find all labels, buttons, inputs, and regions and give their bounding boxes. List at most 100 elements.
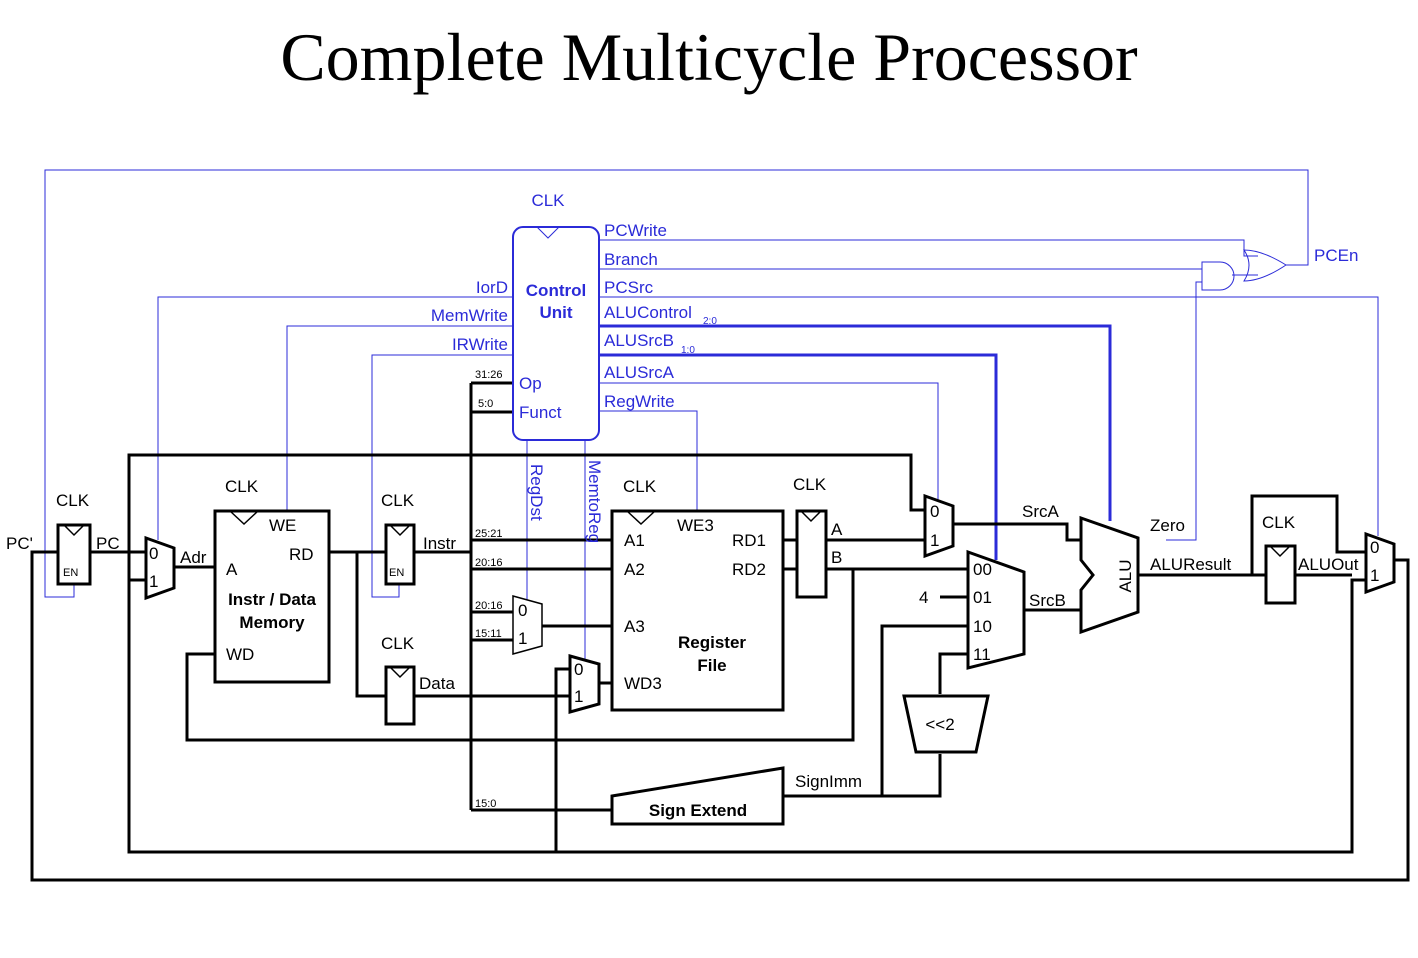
srca-mux-in1: 1 [930, 531, 939, 550]
mem-wd-label: WD [226, 645, 254, 664]
instr-clk-label: CLK [381, 491, 415, 510]
rf-rd2-label: RD2 [732, 560, 766, 579]
mem-we-label: WE [269, 516, 296, 535]
mem-rd-label: RD [289, 545, 314, 564]
data-label: Data [419, 674, 455, 693]
ab-register [795, 509, 828, 599]
aluresult-label: ALUResult [1150, 555, 1232, 574]
page-title: Complete Multicycle Processor [280, 19, 1138, 95]
control-clk-mark [536, 226, 560, 239]
field-rd-label: 15:11 [475, 628, 502, 640]
pc-mux [1364, 531, 1396, 595]
funct-label: Funct [519, 403, 562, 422]
adr-mux-in1: 1 [149, 572, 158, 591]
pc-label: PC [96, 534, 120, 553]
pc-mux-in1: 1 [1370, 566, 1379, 585]
memory-title-1: Instr / Data [228, 590, 316, 609]
funct-bits-label: 5:0 [478, 398, 493, 410]
shift-left-2-block [902, 694, 990, 754]
rf-rd1-label: RD1 [732, 531, 766, 550]
rf-a3-label: A3 [624, 617, 645, 636]
and-gate [1201, 261, 1235, 291]
pcwrite-label: PCWrite [604, 221, 667, 240]
instr-label: Instr [423, 534, 456, 553]
mem-a-label: A [226, 560, 238, 579]
control-unit-label-2: Unit [539, 303, 572, 322]
srcb-mux-in10: 10 [973, 617, 992, 636]
shift-label: <<2 [925, 715, 954, 734]
control-unit-label-1: Control [526, 281, 586, 300]
regdst-mux-in1: 1 [518, 629, 527, 648]
srca-label: SrcA [1022, 502, 1060, 521]
srcb-mux [966, 549, 1026, 670]
field-rt-label: 20:16 [475, 557, 503, 569]
rf-a1-label: A1 [624, 531, 645, 550]
rf-clk-label: CLK [623, 477, 657, 496]
regdst-mux-in0: 0 [518, 601, 527, 620]
alucontrol-sub-label: 2:0 [703, 316, 717, 327]
control-unit-block [512, 226, 600, 441]
ab-clk-label: CLK [793, 475, 827, 494]
alusrca-label: ALUSrcA [604, 363, 675, 382]
pc-prime-label: PC' [6, 534, 33, 553]
srcb-mux-in01: 01 [973, 588, 992, 607]
srca-mux-in0: 0 [930, 502, 939, 521]
field-rs-label: 25:21 [475, 528, 503, 540]
zero-label: Zero [1150, 516, 1185, 535]
instr-register [384, 523, 416, 586]
regdst-mux [512, 595, 543, 655]
data-clk-label: CLK [381, 634, 415, 653]
instr-en-label: EN [389, 567, 404, 579]
field-imm-label: 15:0 [475, 798, 496, 810]
ab-b-label: B [831, 548, 842, 567]
sign-extend-label: Sign Extend [649, 801, 747, 820]
sign-extend-block [610, 766, 785, 826]
signimm-label: SignImm [795, 772, 862, 791]
alucontrol-label: ALUControl [604, 303, 692, 322]
adr-mux-in0: 0 [149, 544, 158, 563]
ab-a-label: A [831, 520, 843, 539]
regdst-label: RegDst [527, 464, 546, 521]
memwrite-label: MemWrite [431, 306, 508, 325]
datapath-wires [30, 381, 1410, 882]
regwrite-label: RegWrite [604, 392, 675, 411]
alusrcb-sub-label: 1:0 [681, 345, 695, 356]
control-wires [44, 169, 1379, 660]
field-rt2-label: 20:16 [475, 600, 503, 612]
register-file-title-1: Register [678, 633, 746, 652]
memtoreg-mux-in1: 1 [574, 687, 583, 706]
pc-clk-label: CLK [56, 491, 90, 510]
rf-wd3-label: WD3 [624, 674, 662, 693]
memory-title-2: Memory [239, 613, 305, 632]
memtoreg-label: MemtoReg [585, 460, 604, 543]
alu-label: ALU [1116, 559, 1135, 592]
srcb-mux-in11: 11 [973, 645, 991, 664]
memtoreg-mux [568, 654, 601, 714]
pc-mux-in0: 0 [1370, 538, 1379, 557]
pcen-label: PCEn [1314, 246, 1358, 265]
adr-label: Adr [180, 548, 207, 567]
aluout-clk-label: CLK [1262, 513, 1296, 532]
branch-label: Branch [604, 250, 658, 269]
irwrite-label: IRWrite [452, 335, 508, 354]
or-gate [1243, 249, 1287, 282]
data-register [384, 665, 416, 726]
adr-mux [144, 535, 176, 601]
aluout-label: ALUOut [1298, 555, 1359, 574]
alu-block [1079, 515, 1140, 635]
op-bits-label: 31:26 [475, 369, 503, 381]
memtoreg-mux-in0: 0 [574, 660, 583, 679]
alusrcb-label: ALUSrcB [604, 331, 674, 350]
srcb-label: SrcB [1029, 591, 1066, 610]
const-4-label: 4 [919, 588, 928, 607]
op-label: Op [519, 374, 542, 393]
memory-block [213, 509, 331, 684]
register-file-title-2: File [697, 656, 726, 675]
srca-mux [923, 493, 955, 559]
mem-clk-label: CLK [225, 477, 259, 496]
pcsrc-label: PCSrc [604, 278, 654, 297]
iord-label: IorD [476, 278, 508, 297]
rf-a2-label: A2 [624, 560, 645, 579]
pc-en-label: EN [63, 567, 78, 579]
